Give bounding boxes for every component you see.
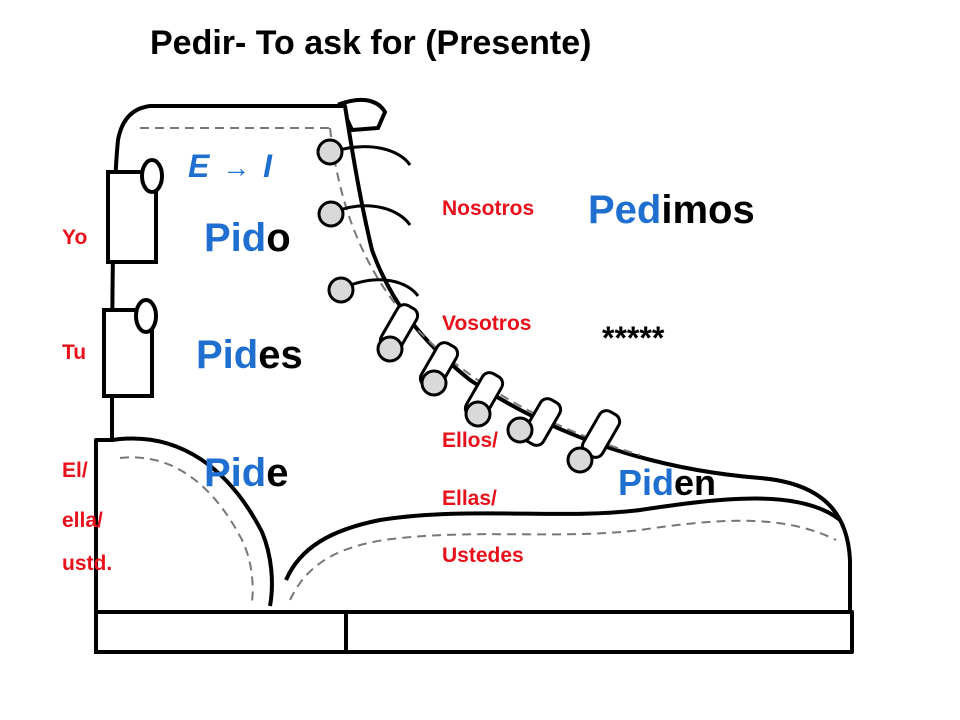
verb-ending: en [674, 462, 717, 503]
pronoun-el: El/ [62, 459, 88, 482]
verb-form-el: Pide [204, 453, 288, 493]
verb-stem: Ped [588, 188, 662, 232]
verb-stem: Pid [204, 216, 267, 260]
arrow-icon: → [222, 152, 251, 183]
verb-ending: e [266, 451, 289, 495]
rule-to: I [263, 148, 273, 184]
pronoun-ella: ella/ [62, 509, 103, 532]
verb-ending: o [266, 216, 291, 260]
verb-form-vosotros-placeholder: ***** [602, 320, 665, 356]
pronoun-ellos: Ellos/ [442, 429, 499, 452]
verb-stem: Pid [618, 462, 675, 503]
verb-form-ellos: Piden [618, 465, 716, 501]
pronoun-nosotros: Nosotros [442, 197, 535, 220]
pronoun-tu: Tu [62, 341, 87, 364]
verb-stem: Pid [204, 451, 267, 495]
verb-form-yo: Pido [204, 218, 291, 258]
verb-ending: es [258, 333, 303, 377]
pronoun-ustedes: Ustedes [442, 544, 524, 567]
verb-stem: Pid [196, 333, 259, 377]
pronoun-ellas: Ellas/ [442, 487, 497, 510]
page-title: Pedir- To ask for (Presente) [150, 24, 592, 62]
verb-form-tu: Pides [196, 335, 303, 375]
stem-change-rule: E → I [188, 150, 272, 182]
pronoun-yo: Yo [62, 226, 88, 249]
pronoun-ustd: ustd. [62, 552, 113, 575]
pronoun-vosotros: Vosotros [442, 312, 532, 335]
verb-form-nosotros: Pedimos [588, 190, 755, 230]
verb-ending: imos [661, 188, 755, 232]
rule-from: E [188, 148, 210, 184]
